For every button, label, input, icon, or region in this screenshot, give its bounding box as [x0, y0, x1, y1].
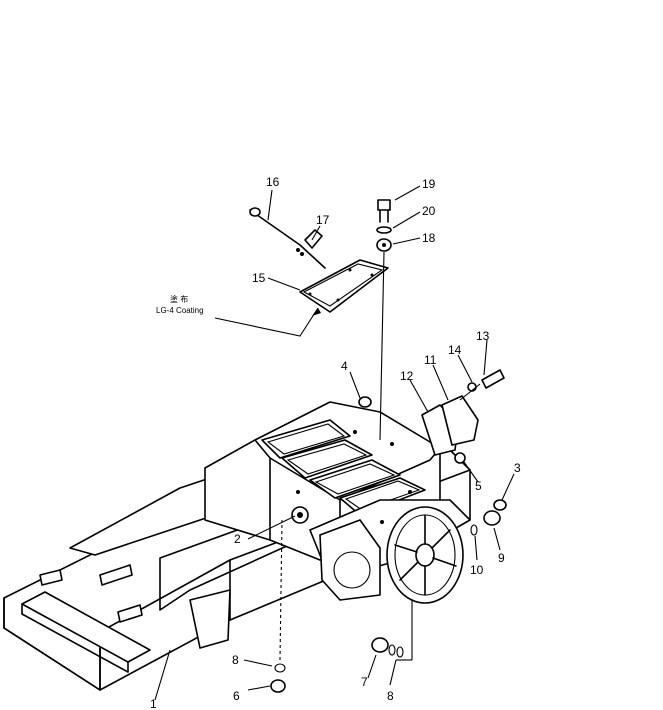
- callout-2: 2: [234, 532, 241, 546]
- callout-15: 15: [252, 271, 266, 285]
- callout-8-left: 8: [232, 653, 239, 667]
- callout-16: 16: [266, 175, 280, 189]
- callout-14: 14: [448, 343, 462, 357]
- callout-5: 5: [475, 479, 482, 493]
- cover-plate: [299, 259, 389, 313]
- callout-3: 3: [514, 461, 521, 475]
- bolt-stack: [376, 199, 392, 441]
- small-fasteners: [270, 396, 507, 693]
- callout-18: 18: [422, 231, 436, 245]
- pulley-wheel: [386, 506, 464, 604]
- callout-1: 1: [150, 697, 157, 710]
- callout-7: 7: [361, 675, 368, 689]
- callout-12: 12: [400, 369, 414, 383]
- callout-19: 19: [422, 177, 436, 191]
- callout-20: 20: [422, 204, 436, 218]
- leader-lines: [154, 185, 515, 701]
- side-cover-assembly: [421, 369, 505, 456]
- callout-9: 9: [498, 551, 505, 565]
- callout-numbers: 1 2 3 4 5 6 7 8 8 9 10 11 12 13 14 15 16…: [150, 175, 521, 710]
- callout-11: 11: [424, 353, 437, 367]
- coating-note-text: LG-4 Coating: [156, 306, 204, 315]
- callout-13: 13: [476, 329, 490, 343]
- dipstick: [249, 207, 326, 269]
- callout-4: 4: [341, 359, 348, 373]
- callout-6: 6: [233, 689, 240, 703]
- callout-8-right: 8: [387, 689, 394, 703]
- callout-10: 10: [470, 563, 484, 577]
- coating-note-japanese: 塗 布: [170, 294, 188, 304]
- callout-17: 17: [316, 213, 330, 227]
- coating-note: 塗 布 LG-4 Coating: [156, 294, 204, 315]
